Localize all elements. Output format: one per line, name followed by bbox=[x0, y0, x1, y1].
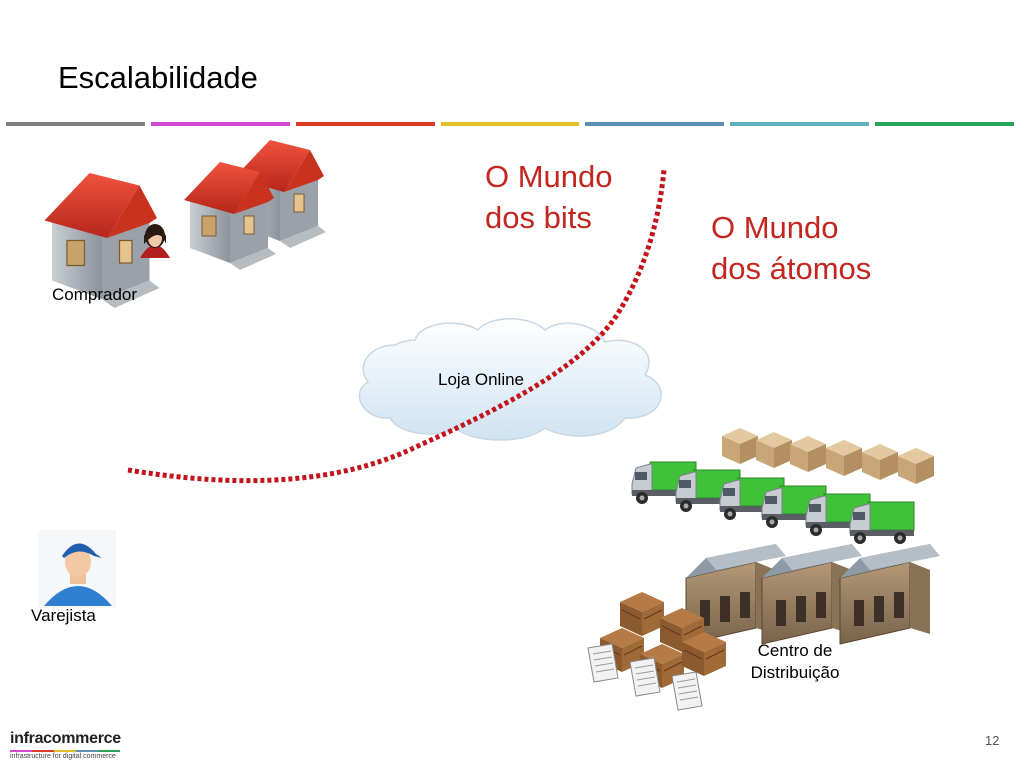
comprador-label: Comprador bbox=[52, 285, 137, 305]
centro-label-line2: Distribuição bbox=[740, 662, 850, 684]
houses-pair-icon bbox=[184, 140, 326, 270]
loja-online-label: Loja Online bbox=[438, 370, 524, 390]
logo-tagline: infrastructure for digital commerce bbox=[10, 753, 121, 760]
infracommerce-logo: infracommerce infrastructure for digital… bbox=[10, 730, 121, 760]
logo-color-stripe bbox=[10, 750, 120, 752]
mundo-dos-bits-label: O Mundo dos bits bbox=[485, 156, 613, 238]
atoms-label-line1: O Mundo bbox=[711, 207, 871, 248]
centro-label-line1: Centro de bbox=[740, 640, 850, 662]
varejista-label: Varejista bbox=[31, 606, 96, 626]
page-number: 12 bbox=[985, 733, 999, 748]
boxes-row-icon bbox=[722, 428, 934, 484]
varejista-avatar-icon bbox=[38, 530, 116, 608]
warehouses-icon bbox=[686, 544, 940, 644]
bits-label-line1: O Mundo bbox=[485, 156, 613, 197]
centro-distribuicao-label: Centro de Distribuição bbox=[740, 640, 850, 684]
bits-label-line2: dos bits bbox=[485, 197, 613, 238]
mundo-dos-atomos-label: O Mundo dos átomos bbox=[711, 207, 871, 289]
logo-name: infracommerce bbox=[10, 730, 121, 748]
atoms-label-line2: dos átomos bbox=[711, 248, 871, 289]
